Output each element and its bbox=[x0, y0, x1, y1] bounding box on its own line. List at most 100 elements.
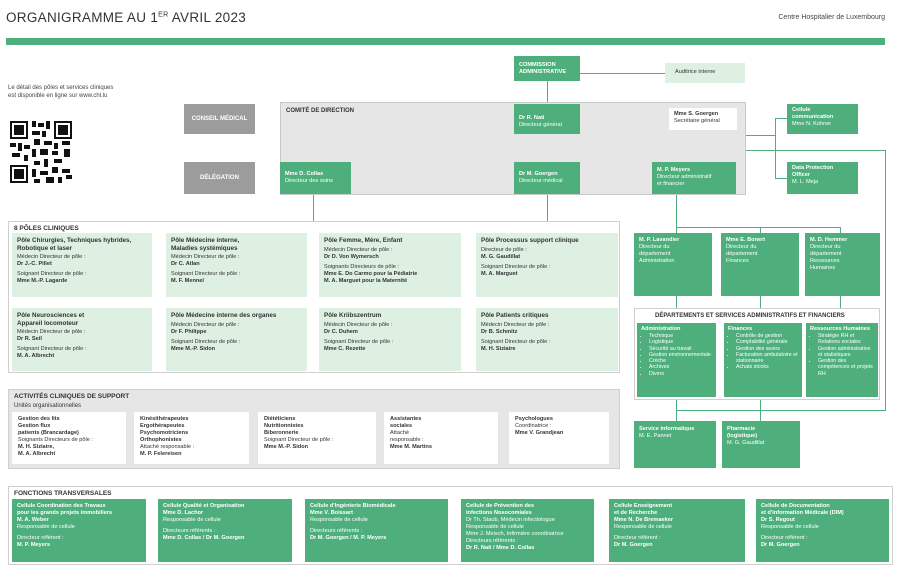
transversal-line: et d'information Médicale (DIM) bbox=[761, 510, 844, 516]
department-head-name: Mme E. Bonert bbox=[726, 237, 766, 243]
department-list-item: Stratégie RH et Relations sociales bbox=[818, 333, 874, 346]
support-unit-line: M. P. Felereisen bbox=[140, 451, 182, 457]
transversal-line: Mme J. Meisch, Infirmière coordinatrice bbox=[466, 531, 564, 537]
department-list-item: Sécurité au travail bbox=[649, 346, 712, 352]
department-head-name: M. P. Lavandier bbox=[639, 237, 680, 243]
department-column-title: Finances bbox=[728, 326, 753, 332]
transversal-line: infections Nosocomiales bbox=[466, 510, 532, 516]
pole-role-label: Médecin Directeur de pôle : bbox=[481, 321, 550, 328]
pole-title-line1: Pôle Femme, Mère, Enfant bbox=[324, 237, 403, 244]
pole-nurse-director: M. H. Siziaire bbox=[481, 345, 516, 352]
support-unit-line: Attaché bbox=[390, 430, 409, 436]
pole-director: Dr C. Atlan bbox=[171, 261, 200, 267]
transversal-title: FONCTIONS TRANSVERSALES bbox=[14, 490, 112, 497]
pole-role-label: Soignant Directeur de pôle : bbox=[481, 338, 551, 345]
pole-title: Pôle Kriibszentrum bbox=[324, 312, 456, 320]
department-list-item: Gestion des avoirs bbox=[736, 346, 798, 352]
department-list-item: Gestion administrative et statistiques bbox=[818, 346, 874, 359]
pole-role-label: Soignant Directeur de pôle : bbox=[171, 271, 241, 277]
department-head-role: Directeur du bbox=[810, 244, 841, 250]
qr-code-icon bbox=[8, 119, 74, 185]
transversal-line: Cellule d'Ingénierie Biomédicale bbox=[310, 503, 396, 509]
transversal-line: Directeurs référents : bbox=[163, 528, 216, 534]
pole-role-label: Soignants Directeurs de pôle : bbox=[324, 263, 399, 270]
pole-role-label: Médecin Directeur de pôle : bbox=[17, 329, 86, 335]
pole-title: Pôle Médecine interne,Maladies systémiqu… bbox=[171, 237, 302, 252]
support-unit-line: Attaché responsable : bbox=[140, 444, 195, 450]
pole-card: Pôle Chirurgies, Techniques hybrides,Rob… bbox=[12, 233, 152, 297]
department-list-item: Technique bbox=[649, 333, 712, 339]
department-list-item: Divers bbox=[649, 371, 712, 377]
page-title: ORGANIGRAMME AU 1ER AVRIL 2023 bbox=[6, 10, 247, 25]
support-unit-line: Mme M.-P. Sidon bbox=[264, 444, 309, 450]
department-list-item: Archives bbox=[649, 364, 712, 370]
transversal-line: Cellule Coordination des Travaux bbox=[17, 503, 106, 509]
support-unit-line: Psychologues bbox=[515, 416, 553, 422]
support-unit-line: Gestion des lits bbox=[18, 416, 60, 422]
fonctions-transversales-frame: FONCTIONS TRANSVERSALES bbox=[8, 486, 893, 565]
pole-nurse-director: Mme C. Rezette bbox=[324, 345, 366, 352]
pole-nurse-director: M. F. Mennel bbox=[171, 278, 204, 284]
support-unit-line: responsable : bbox=[390, 437, 424, 443]
department-list-item: Crèche bbox=[649, 358, 712, 364]
department-list: Contrôle de gestionComptabilité générale… bbox=[728, 333, 798, 371]
transversal-line: et de Recherche bbox=[614, 510, 658, 516]
auditrice-interne: Auditrice interne bbox=[665, 63, 745, 83]
comite-title: COMITÉ DE DIRECTION bbox=[286, 108, 355, 114]
pole-nurse-director: M. A. Marguet bbox=[481, 270, 518, 277]
support-unit-line: Coordinatrice : bbox=[515, 423, 552, 429]
pole-title: Pôle Femme, Mère, Enfant bbox=[324, 237, 456, 245]
department-list-item: Achats stocks bbox=[736, 364, 798, 370]
poles-title: 8 PÔLES CLINIQUES bbox=[14, 225, 79, 232]
pharmacie-logistique: Pharmacie(logistique)M. G. Gaudillat bbox=[722, 421, 800, 468]
support-unit-line: patients (Brancardage) bbox=[18, 430, 79, 436]
support-unit-line: Ergothérapeutes bbox=[140, 423, 185, 429]
department-list-item: Gestion des compétences et projets RH bbox=[818, 358, 874, 377]
department-head-role: Finances bbox=[726, 258, 749, 264]
pole-role-label: Soignant Directeur de pôle : bbox=[17, 346, 87, 352]
department-head-role: département bbox=[726, 251, 758, 257]
pole-title-line1: Pôle Médecine interne des organes bbox=[171, 312, 277, 319]
info-text: Le détail des pôles et services clinique… bbox=[8, 85, 114, 99]
pole-role-label: Médecin Directeur de pôle : bbox=[324, 246, 393, 253]
pole-title: Pôle Médecine interne des organes bbox=[171, 312, 302, 320]
hospital-name: Centre Hospitalier de Luxembourg bbox=[778, 14, 885, 21]
support-unit-line: Soignant Directeur de pôle : bbox=[264, 437, 334, 443]
pole-nurse-director: Mme M.-P. Lagarde bbox=[17, 278, 68, 284]
transversal-line: Dr M. Goergen / M. P. Meyers bbox=[310, 535, 387, 541]
pole-title-line2: Maladies systémiques bbox=[171, 244, 238, 252]
pole-role-label: Soignant Directeur de pôle : bbox=[324, 338, 394, 345]
pole-title-line1: Pôle Processus support clinique bbox=[481, 237, 579, 244]
support-unit-line: Nutritionnistes bbox=[264, 423, 304, 429]
transversal-line: Cellule Qualité et Organisation bbox=[163, 503, 245, 509]
pole-title-line2: Appareil locomoteur bbox=[17, 319, 79, 327]
department-column: AdministrationTechniqueLogistiqueSécurit… bbox=[637, 323, 716, 397]
department-list-item: Contrôle de gestion bbox=[736, 333, 798, 339]
transversal-line bbox=[310, 542, 443, 546]
support-unit-line: Soignants Directeurs de pôle : bbox=[18, 437, 93, 443]
transversal-line: Mme D. Collas / Dr M. Goergen bbox=[163, 535, 245, 541]
transversal-line: Dr S. Regout bbox=[761, 517, 795, 523]
transversal-line: pour les grands projets immobiliers bbox=[17, 510, 113, 516]
department-list: Stratégie RH et Relations socialesGestio… bbox=[810, 333, 874, 377]
support-unit-line: M. H. Siziaire, bbox=[18, 444, 55, 450]
transversal-line bbox=[163, 542, 287, 546]
transversal-line: Cellule de Prévention des bbox=[466, 503, 535, 509]
pole-role-label: Médecin Directeur de pôle : bbox=[171, 321, 240, 328]
pole-director: Dr F. Philippe bbox=[171, 328, 207, 335]
department-column: FinancesContrôle de gestionComptabilité … bbox=[724, 323, 802, 397]
support-subtitle: Unités organisationnelles bbox=[14, 403, 82, 409]
